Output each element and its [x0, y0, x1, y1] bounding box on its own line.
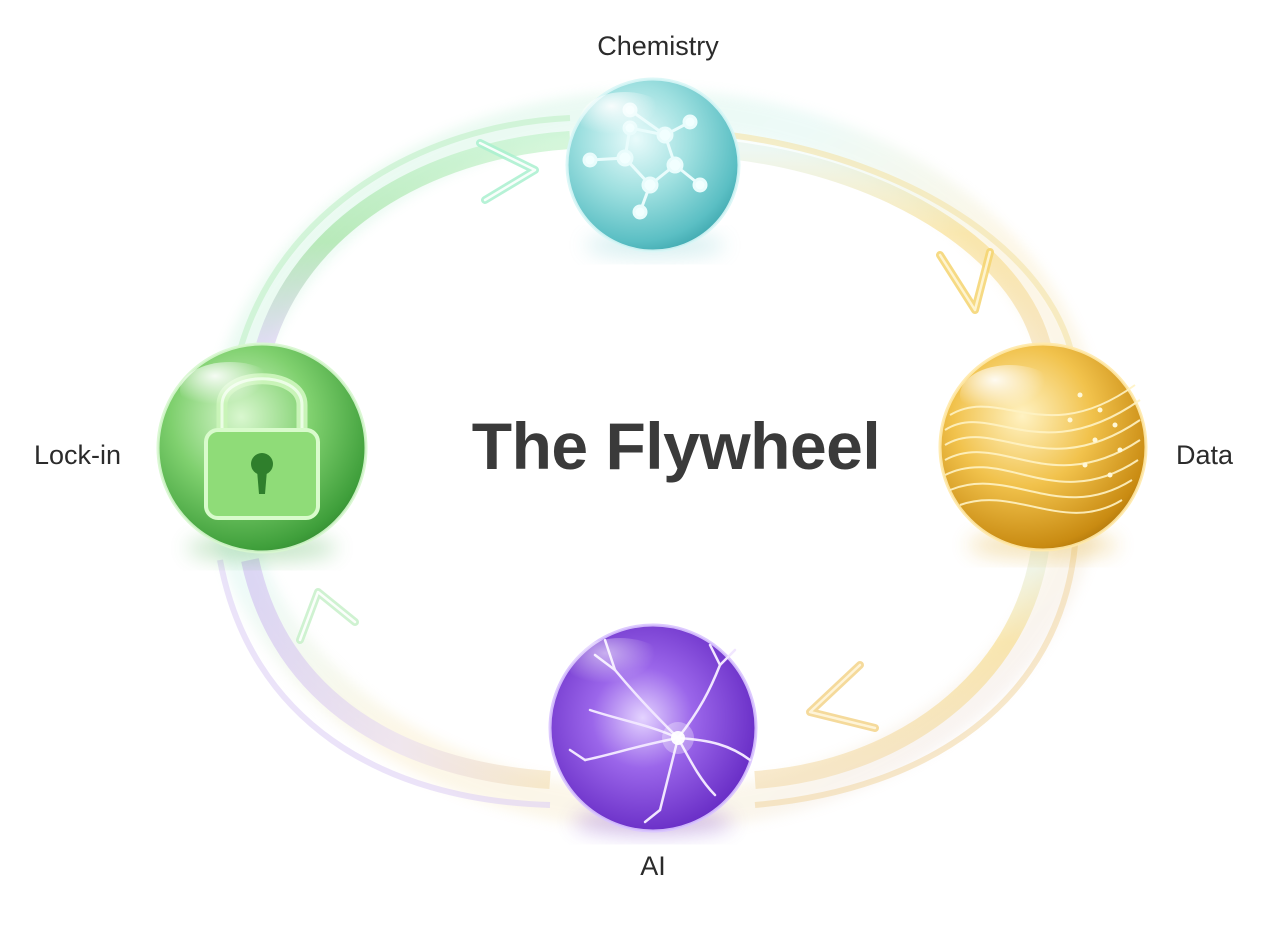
chemistry-node: [565, 77, 741, 257]
node-label-lockin: Lock-in: [34, 440, 122, 470]
node-label-chemistry: Chemistry: [597, 31, 719, 61]
arrow-chemistry-to-data: [936, 248, 994, 314]
arrow-lockin-to-chemistry: [476, 139, 539, 204]
lockin-node: [156, 342, 368, 562]
node-label-data: Data: [1176, 440, 1234, 470]
data-points: [1067, 392, 1123, 478]
arrow-ai-to-lockin: [296, 588, 359, 644]
ai-node: [548, 623, 758, 836]
data-node: [938, 342, 1148, 559]
flow-arrows: [296, 139, 994, 732]
node-label-ai: AI: [640, 851, 666, 881]
arrow-data-to-ai: [806, 661, 879, 732]
diagram-title: The Flywheel: [471, 409, 881, 483]
